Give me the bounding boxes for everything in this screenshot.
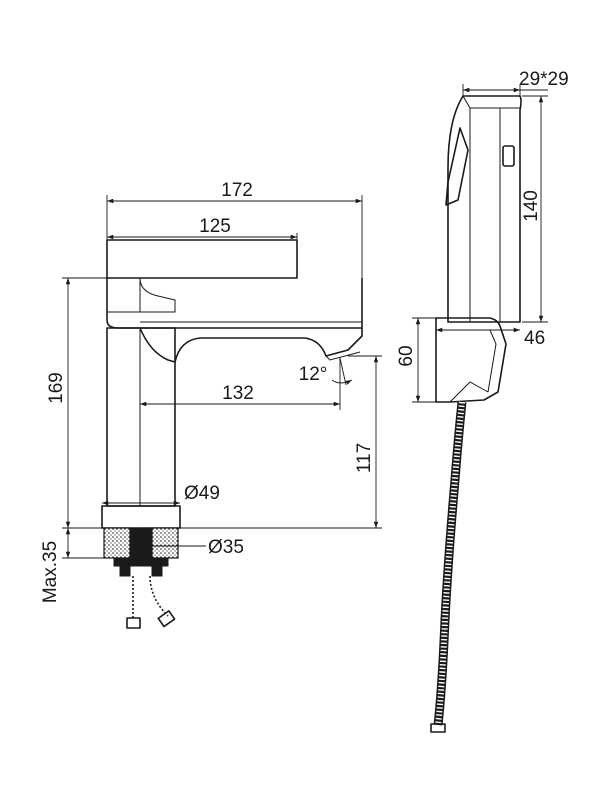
faucet-spout — [139, 327, 363, 363]
dim-sprayer-head: 29*29 — [519, 69, 569, 90]
dim-spout-height: 117 — [354, 443, 375, 473]
counter-section-right — [151, 527, 179, 559]
faucet-stem — [106, 327, 176, 507]
mounting-shank — [129, 527, 153, 561]
dim-sprayer-length: 140 — [521, 190, 542, 222]
dim-holder-height: 60 — [396, 345, 417, 366]
dim-faucet-width: 172 — [221, 180, 253, 201]
dim-shank-diameter: Ø35 — [208, 537, 244, 558]
dim-spout-angle: 12° — [299, 364, 328, 385]
sprayer-holder — [435, 317, 507, 403]
dim-faucet-height: 169 — [46, 372, 67, 404]
hand-sprayer — [430, 95, 522, 733]
faucet-base — [101, 505, 181, 529]
faucet-dimensions: 172 125 169 132 12° 117 Ø49 Ø35 Max.35 — [40, 180, 382, 603]
dim-holder-width: 46 — [524, 328, 545, 349]
dim-base-diameter: Ø49 — [184, 483, 220, 504]
dim-spout-reach: 132 — [222, 383, 254, 404]
sprayer-trigger — [445, 127, 469, 206]
faucet — [101, 239, 363, 629]
sprayer-button — [502, 145, 515, 167]
sprayer-hose — [433, 401, 467, 726]
faucet-body-top — [106, 278, 363, 329]
dim-max-counter: Max.35 — [40, 541, 61, 603]
dim-handle-length: 125 — [199, 216, 231, 237]
supply-hoses — [126, 575, 176, 629]
sprayer-dimensions: 29*29 140 46 60 — [396, 69, 569, 403]
counter-section-left — [103, 527, 131, 559]
sprayer-head — [447, 95, 522, 323]
faucet-handle — [106, 239, 298, 279]
